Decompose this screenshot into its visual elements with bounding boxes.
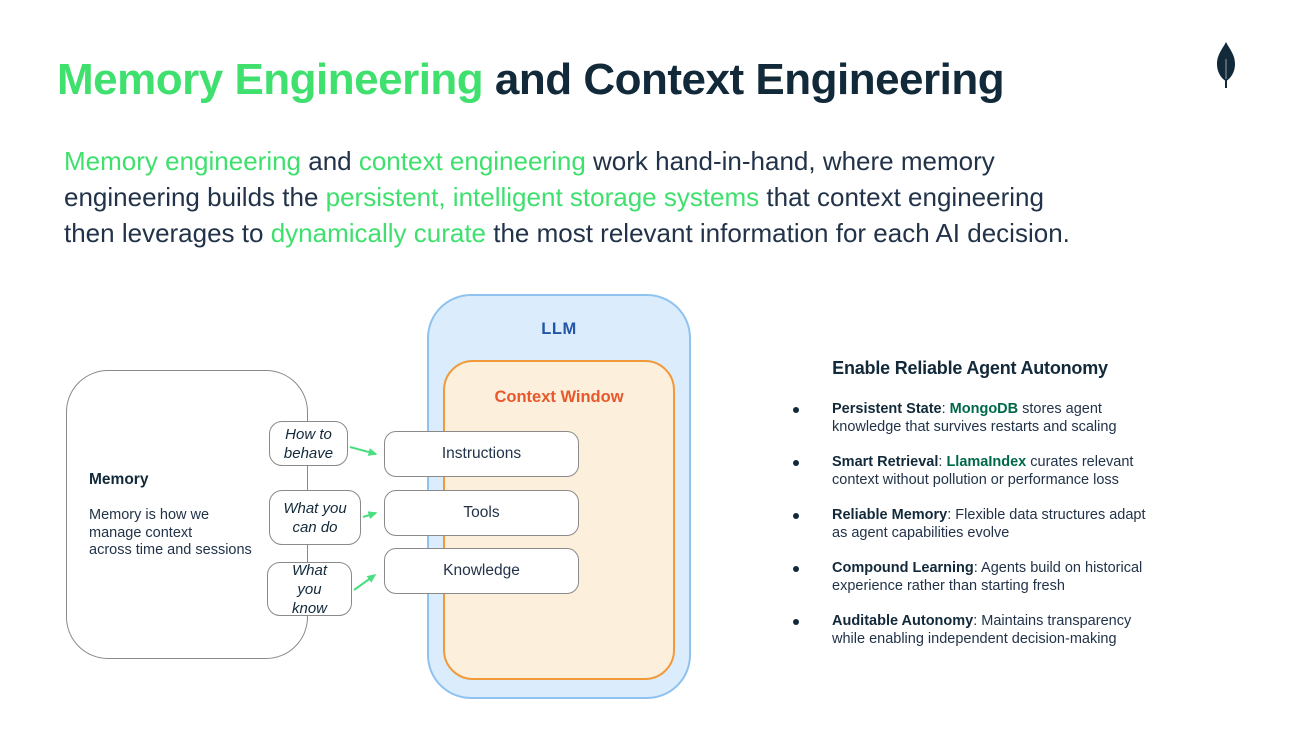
context-item-knowledge: Knowledge bbox=[384, 548, 579, 594]
bullet-reliable-memory: Reliable Memory: Flexible data structure… bbox=[770, 507, 1170, 542]
bullet-persistent-state: Persistent State: MongoDB stores agent k… bbox=[770, 401, 1170, 436]
bullet-compound-learning: Compound Learning: Agents build on histo… bbox=[770, 560, 1170, 595]
context-item-tools: Tools bbox=[384, 490, 579, 536]
memory-box-title: Memory bbox=[89, 471, 149, 488]
arrow-know-to-knowledge bbox=[353, 574, 377, 591]
agent-autonomy-panel: Enable Reliable Agent Autonomy Persisten… bbox=[770, 358, 1170, 666]
arrow-behave-to-instructions bbox=[349, 446, 378, 456]
context-window-label: Context Window bbox=[494, 388, 624, 406]
intro-paragraph: Memory engineering and context engineeri… bbox=[64, 146, 1070, 248]
arrow-cando-to-tools bbox=[362, 511, 378, 520]
llm-label: LLM bbox=[541, 320, 577, 338]
panel-heading: Enable Reliable Agent Autonomy bbox=[832, 358, 1108, 378]
memory-source-what-you-know: What you know bbox=[267, 562, 352, 617]
bullet-smart-retrieval: Smart Retrieval: LlamaIndex curates rele… bbox=[770, 454, 1170, 489]
memory-box-description: Memory is how we manage context across t… bbox=[89, 507, 252, 558]
bullet-auditable-autonomy: Auditable Autonomy: Maintains transparen… bbox=[770, 613, 1170, 648]
context-item-instructions: Instructions bbox=[384, 431, 579, 477]
bullet-dot-icon bbox=[793, 565, 799, 572]
mongodb-leaf-icon bbox=[1213, 42, 1239, 90]
bullet-dot-icon bbox=[793, 406, 799, 413]
panel-bullet-list: Persistent State: MongoDB stores agent k… bbox=[770, 401, 1170, 648]
memory-source-how-to-behave: How to behave bbox=[269, 421, 348, 466]
memory-box: Memory Memory is how we manage context a… bbox=[66, 370, 308, 659]
bullet-dot-icon bbox=[793, 618, 799, 625]
bullet-dot-icon bbox=[793, 512, 799, 519]
memory-source-what-you-can-do: What you can do bbox=[269, 490, 361, 545]
page-title: Memory Engineering and Context Engineeri… bbox=[57, 55, 1005, 104]
bullet-dot-icon bbox=[793, 459, 799, 466]
